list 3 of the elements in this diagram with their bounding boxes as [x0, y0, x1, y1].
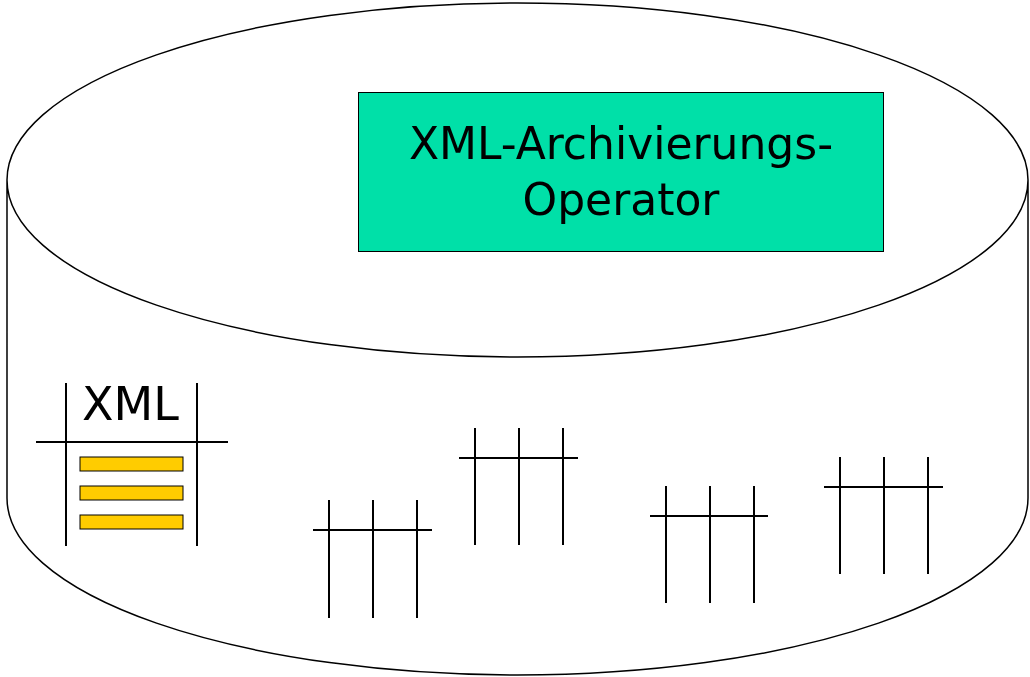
operator-box: XML-Archivierungs-Operator [358, 92, 884, 252]
table-heading: XML [82, 378, 179, 430]
database-cylinder [6, 3, 1029, 675]
